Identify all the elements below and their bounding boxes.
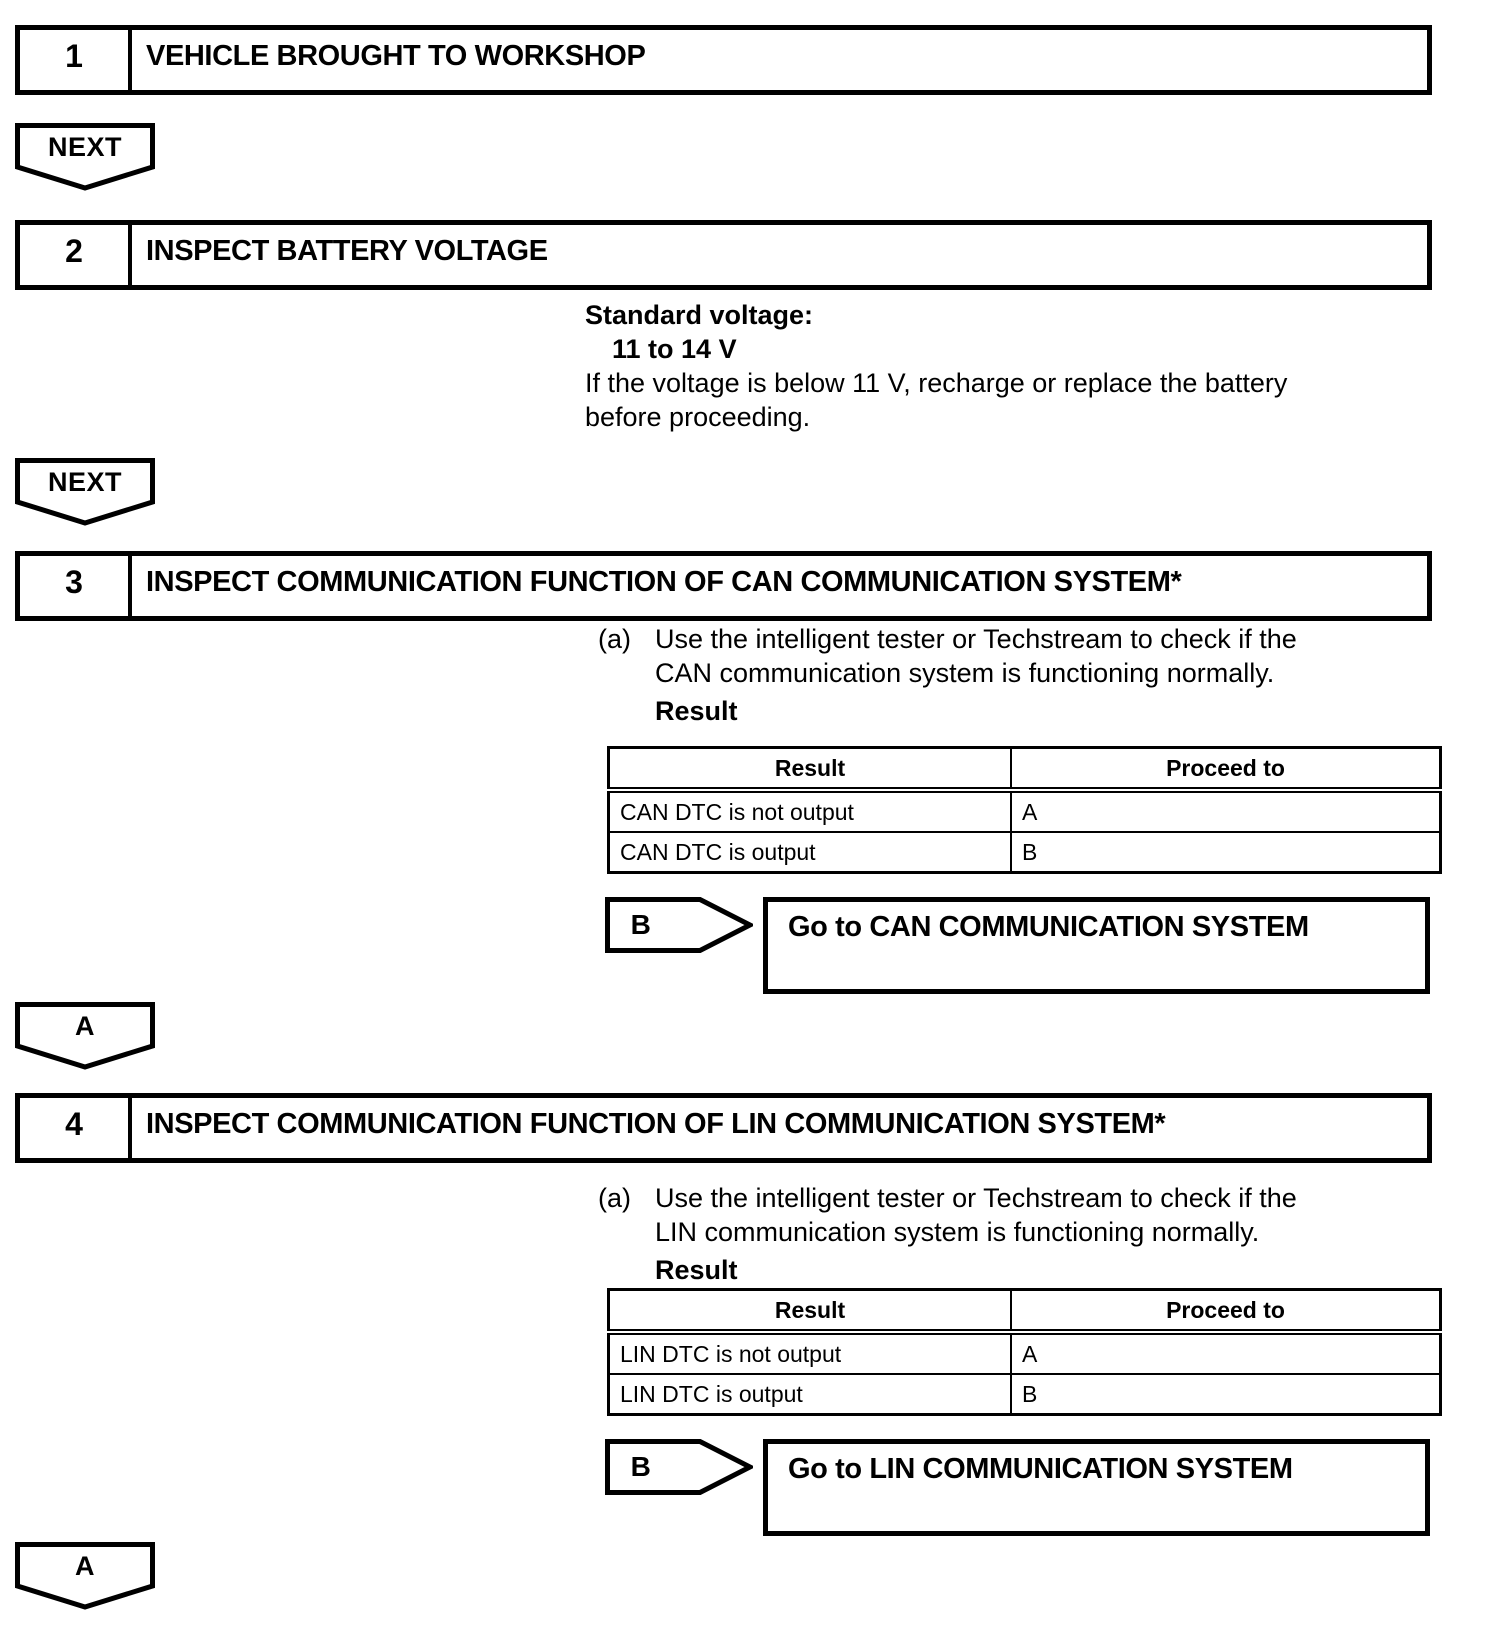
branch-b-connector-lin: B <box>605 1439 753 1495</box>
battery-note-line-1: If the voltage is below 11 V, recharge o… <box>585 368 1288 398</box>
table-row: CAN DTC is output B <box>607 831 1442 874</box>
lin-instruction-line-1: Use the intelligent tester or Techstream… <box>655 1183 1297 1213</box>
result-cell: CAN DTC is not output <box>607 789 1012 833</box>
header-proceed-to: Proceed to <box>1010 746 1442 793</box>
branch-b-connector-can: B <box>605 897 753 953</box>
result-cell: CAN DTC is output <box>607 831 1012 874</box>
step-title: VEHICLE BROUGHT TO WORKSHOP <box>146 39 646 72</box>
connector-a-1: A <box>15 1002 155 1070</box>
next-connector-label: NEXT <box>47 132 122 162</box>
connector-a-label: A <box>75 1551 95 1581</box>
can-result-caption: Result <box>655 696 738 726</box>
step-number: 2 <box>20 225 132 285</box>
can-instruction-line-2: CAN communication system is functioning … <box>655 658 1275 688</box>
can-instruction-line-1: Use the intelligent tester or Techstream… <box>655 624 1297 654</box>
can-result-table: Result Proceed to CAN DTC is not output … <box>607 746 1442 874</box>
battery-spec-value: 11 to 14 V <box>612 334 737 364</box>
next-connector-1: NEXT <box>15 123 155 191</box>
branch-b-label: B <box>630 909 652 940</box>
down-arrow-pentagon-icon <box>15 123 155 191</box>
step-title: INSPECT COMMUNICATION FUNCTION OF LIN CO… <box>146 1107 1166 1140</box>
connector-a-2: A <box>15 1542 155 1610</box>
right-arrow-pentagon-icon <box>605 897 753 953</box>
lin-instruction-line-2: LIN communication system is functioning … <box>655 1217 1260 1247</box>
step-2-header: 2 INSPECT BATTERY VOLTAGE <box>15 220 1432 290</box>
next-connector-label: NEXT <box>47 467 122 497</box>
result-cell: LIN DTC is not output <box>607 1331 1012 1375</box>
step-3-header: 3 INSPECT COMMUNICATION FUNCTION OF CAN … <box>15 551 1432 621</box>
header-result: Result <box>607 1288 1012 1335</box>
can-item-label: (a) <box>598 624 631 654</box>
table-row: LIN DTC is output B <box>607 1373 1442 1416</box>
step-4-header: 4 INSPECT COMMUNICATION FUNCTION OF LIN … <box>15 1093 1432 1163</box>
step-number: 1 <box>20 30 132 90</box>
lin-result-table: Result Proceed to LIN DTC is not output … <box>607 1288 1442 1416</box>
step-number: 4 <box>20 1098 132 1158</box>
table-row: CAN DTC is not output A <box>607 789 1442 833</box>
table-header-row: Result Proceed to <box>607 746 1442 793</box>
table-row: LIN DTC is not output A <box>607 1331 1442 1375</box>
goto-can-communication-box: Go to CAN COMMUNICATION SYSTEM <box>763 897 1430 994</box>
proceed-cell: B <box>1010 831 1442 874</box>
down-arrow-pentagon-icon <box>15 1542 155 1610</box>
goto-lin-communication-box: Go to LIN COMMUNICATION SYSTEM <box>763 1439 1430 1536</box>
battery-spec-label: Standard voltage: <box>585 300 814 330</box>
down-arrow-pentagon-icon <box>15 458 155 526</box>
step-title: INSPECT COMMUNICATION FUNCTION OF CAN CO… <box>146 565 1182 598</box>
header-proceed-to: Proceed to <box>1010 1288 1442 1335</box>
connector-a-label: A <box>75 1011 95 1041</box>
lin-item-label: (a) <box>598 1183 631 1213</box>
step-1-header: 1 VEHICLE BROUGHT TO WORKSHOP <box>15 25 1432 95</box>
step-number: 3 <box>20 556 132 616</box>
lin-result-caption: Result <box>655 1255 738 1285</box>
down-arrow-pentagon-icon <box>15 1002 155 1070</box>
next-connector-2: NEXT <box>15 458 155 526</box>
proceed-cell: B <box>1010 1373 1442 1416</box>
table-header-row: Result Proceed to <box>607 1288 1442 1335</box>
header-result: Result <box>607 746 1012 793</box>
proceed-cell: A <box>1010 1331 1442 1375</box>
result-cell: LIN DTC is output <box>607 1373 1012 1416</box>
step-title: INSPECT BATTERY VOLTAGE <box>146 234 548 267</box>
battery-note-line-2: before proceeding. <box>585 402 811 432</box>
proceed-cell: A <box>1010 789 1442 833</box>
right-arrow-pentagon-icon <box>605 1439 753 1495</box>
branch-b-label: B <box>630 1451 652 1482</box>
